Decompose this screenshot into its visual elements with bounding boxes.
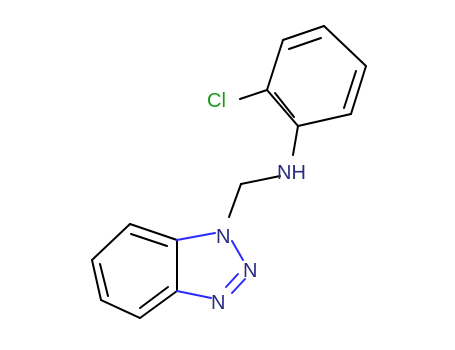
bond (266, 39, 284, 91)
bond-double-inner (225, 273, 239, 288)
bond-double-inner (130, 233, 168, 247)
bond (266, 89, 299, 127)
bond-c-cl (239, 89, 268, 100)
n2-label: N (243, 260, 257, 282)
triazole-ring (176, 232, 246, 299)
n3-label: N (211, 292, 225, 314)
bond-double-inner (288, 37, 322, 50)
bond (176, 232, 216, 241)
bond (282, 25, 325, 41)
bond-ch2-n1 (228, 183, 242, 218)
amine-label: NH (277, 162, 306, 184)
chlorine-label: Cl (207, 90, 226, 112)
bond (100, 299, 141, 319)
bond (139, 290, 178, 319)
bond-double-inner (99, 263, 109, 297)
bond-n-ch2 (240, 175, 281, 185)
bond-double-inner (343, 70, 357, 109)
bond-double-inner (139, 286, 169, 309)
bond (91, 259, 102, 301)
bond (176, 290, 212, 299)
chlorophenyl-ring (266, 25, 367, 127)
bond (231, 240, 244, 261)
bond (231, 278, 246, 294)
bond (297, 113, 352, 127)
n1-label: N (216, 226, 230, 248)
bond (323, 25, 367, 67)
bond-c-n (292, 125, 299, 156)
bond-double-inner (274, 92, 295, 118)
bond (91, 223, 131, 261)
benzo-ring (91, 223, 178, 319)
bond (350, 65, 367, 115)
bond (129, 223, 178, 241)
